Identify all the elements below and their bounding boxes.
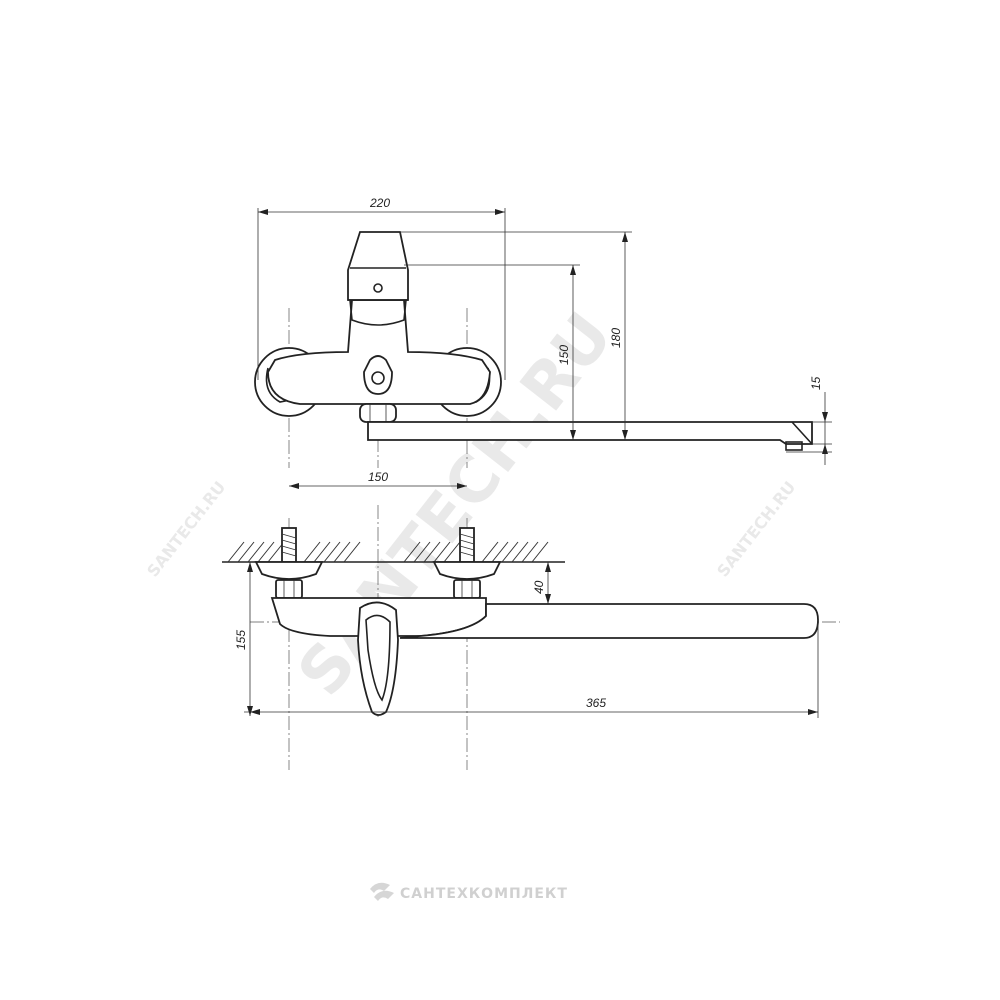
outlet-nut — [359, 403, 397, 423]
watermark-small-right: SANTECH.RU — [713, 478, 799, 581]
dimension-155: 155 — [234, 562, 253, 716]
watermark-small-left: SANTECH.RU — [143, 478, 229, 581]
dimension-150-horizontal-label: 150 — [368, 470, 388, 484]
front-view: 220 150 180 15 — [254, 196, 832, 468]
wall-hatch-left — [227, 541, 361, 563]
escutcheon-left — [254, 561, 324, 580]
brand-logo: САНТЕХКОМПЛЕКТ — [370, 882, 568, 902]
dimension-40-label: 40 — [532, 580, 546, 594]
dimension-180-vertical-label: 180 — [609, 328, 623, 348]
dimension-150-vertical-label: 150 — [557, 345, 571, 365]
dimension-150-vertical: 150 — [557, 265, 576, 440]
plan-view: 150 — [222, 470, 840, 770]
escutcheon-right — [432, 561, 502, 580]
dimension-365-label: 365 — [586, 696, 606, 710]
dimension-40: 40 — [532, 562, 551, 604]
dimension-15-label: 15 — [809, 376, 823, 390]
inlet-thread-left — [281, 527, 297, 563]
mixer-body — [267, 299, 491, 405]
dimension-155-label: 155 — [234, 630, 248, 650]
dimension-15: 15 — [809, 376, 828, 465]
brand-logo-icon — [370, 882, 394, 901]
dimension-220-label: 220 — [369, 196, 390, 210]
dimension-365: 365 — [244, 620, 819, 718]
dimension-220: 220 — [258, 196, 505, 215]
spout — [367, 421, 813, 445]
union-nut-left — [275, 579, 303, 599]
wall-hatch-right — [403, 541, 549, 563]
lever-plan — [357, 601, 399, 716]
spout-aerator — [785, 441, 803, 451]
lever-handle — [347, 231, 409, 301]
lever-screw — [373, 283, 383, 293]
brand-logo-text: САНТЕХКОМПЛЕКТ — [400, 886, 568, 902]
diverter-knob — [363, 355, 393, 395]
spout-plan — [399, 603, 819, 639]
inlet-thread-right — [459, 527, 475, 563]
union-nut-right — [453, 579, 481, 599]
dimension-180-vertical: 180 — [609, 232, 628, 440]
dimension-150-horizontal: 150 — [289, 470, 467, 489]
